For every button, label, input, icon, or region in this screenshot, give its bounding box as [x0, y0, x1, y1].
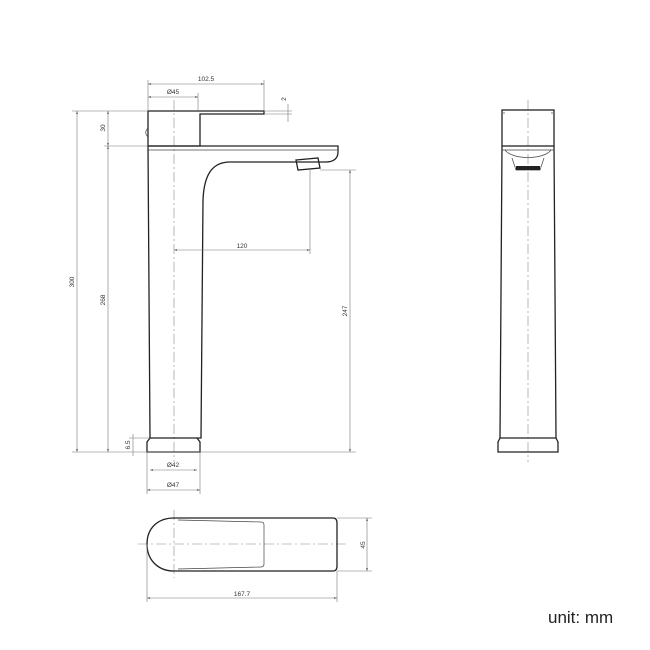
side-view — [497, 100, 559, 462]
dim-spout-reach: 120 — [237, 243, 248, 250]
body-outline — [147, 145, 339, 439]
dim-spout-height: 247 — [342, 305, 349, 316]
front-view — [145, 100, 339, 462]
dim-body-height: 268 — [100, 294, 107, 305]
dim-base-inner-diameter: Ø42 — [167, 462, 180, 469]
dim-total-height: 300 — [69, 276, 76, 287]
dim-base-outer-diameter: Ø47 — [167, 482, 180, 489]
base-outline — [146, 437, 201, 453]
handle-outline — [147, 110, 265, 147]
dim-top-width: 45 — [360, 541, 367, 549]
dim-lever-offset: 2 — [281, 97, 288, 101]
dimension-lines — [76, 83, 351, 491]
dim-handle-diameter: Ø45 — [167, 89, 180, 96]
dim-handle-height: 30 — [100, 124, 107, 132]
top-view — [138, 510, 372, 602]
dimension-labels: 102.5 Ø45 2 30 300 268 120 247 6.5 Ø42 Ø… — [69, 76, 367, 598]
dim-base-height: 6.5 — [125, 440, 132, 449]
dim-lever-length: 102.5 — [198, 76, 215, 83]
dim-top-length: 167.7 — [234, 591, 251, 598]
unit-label: unit: mm — [548, 608, 614, 627]
aerator — [295, 157, 321, 171]
extension-lines — [72, 80, 356, 494]
